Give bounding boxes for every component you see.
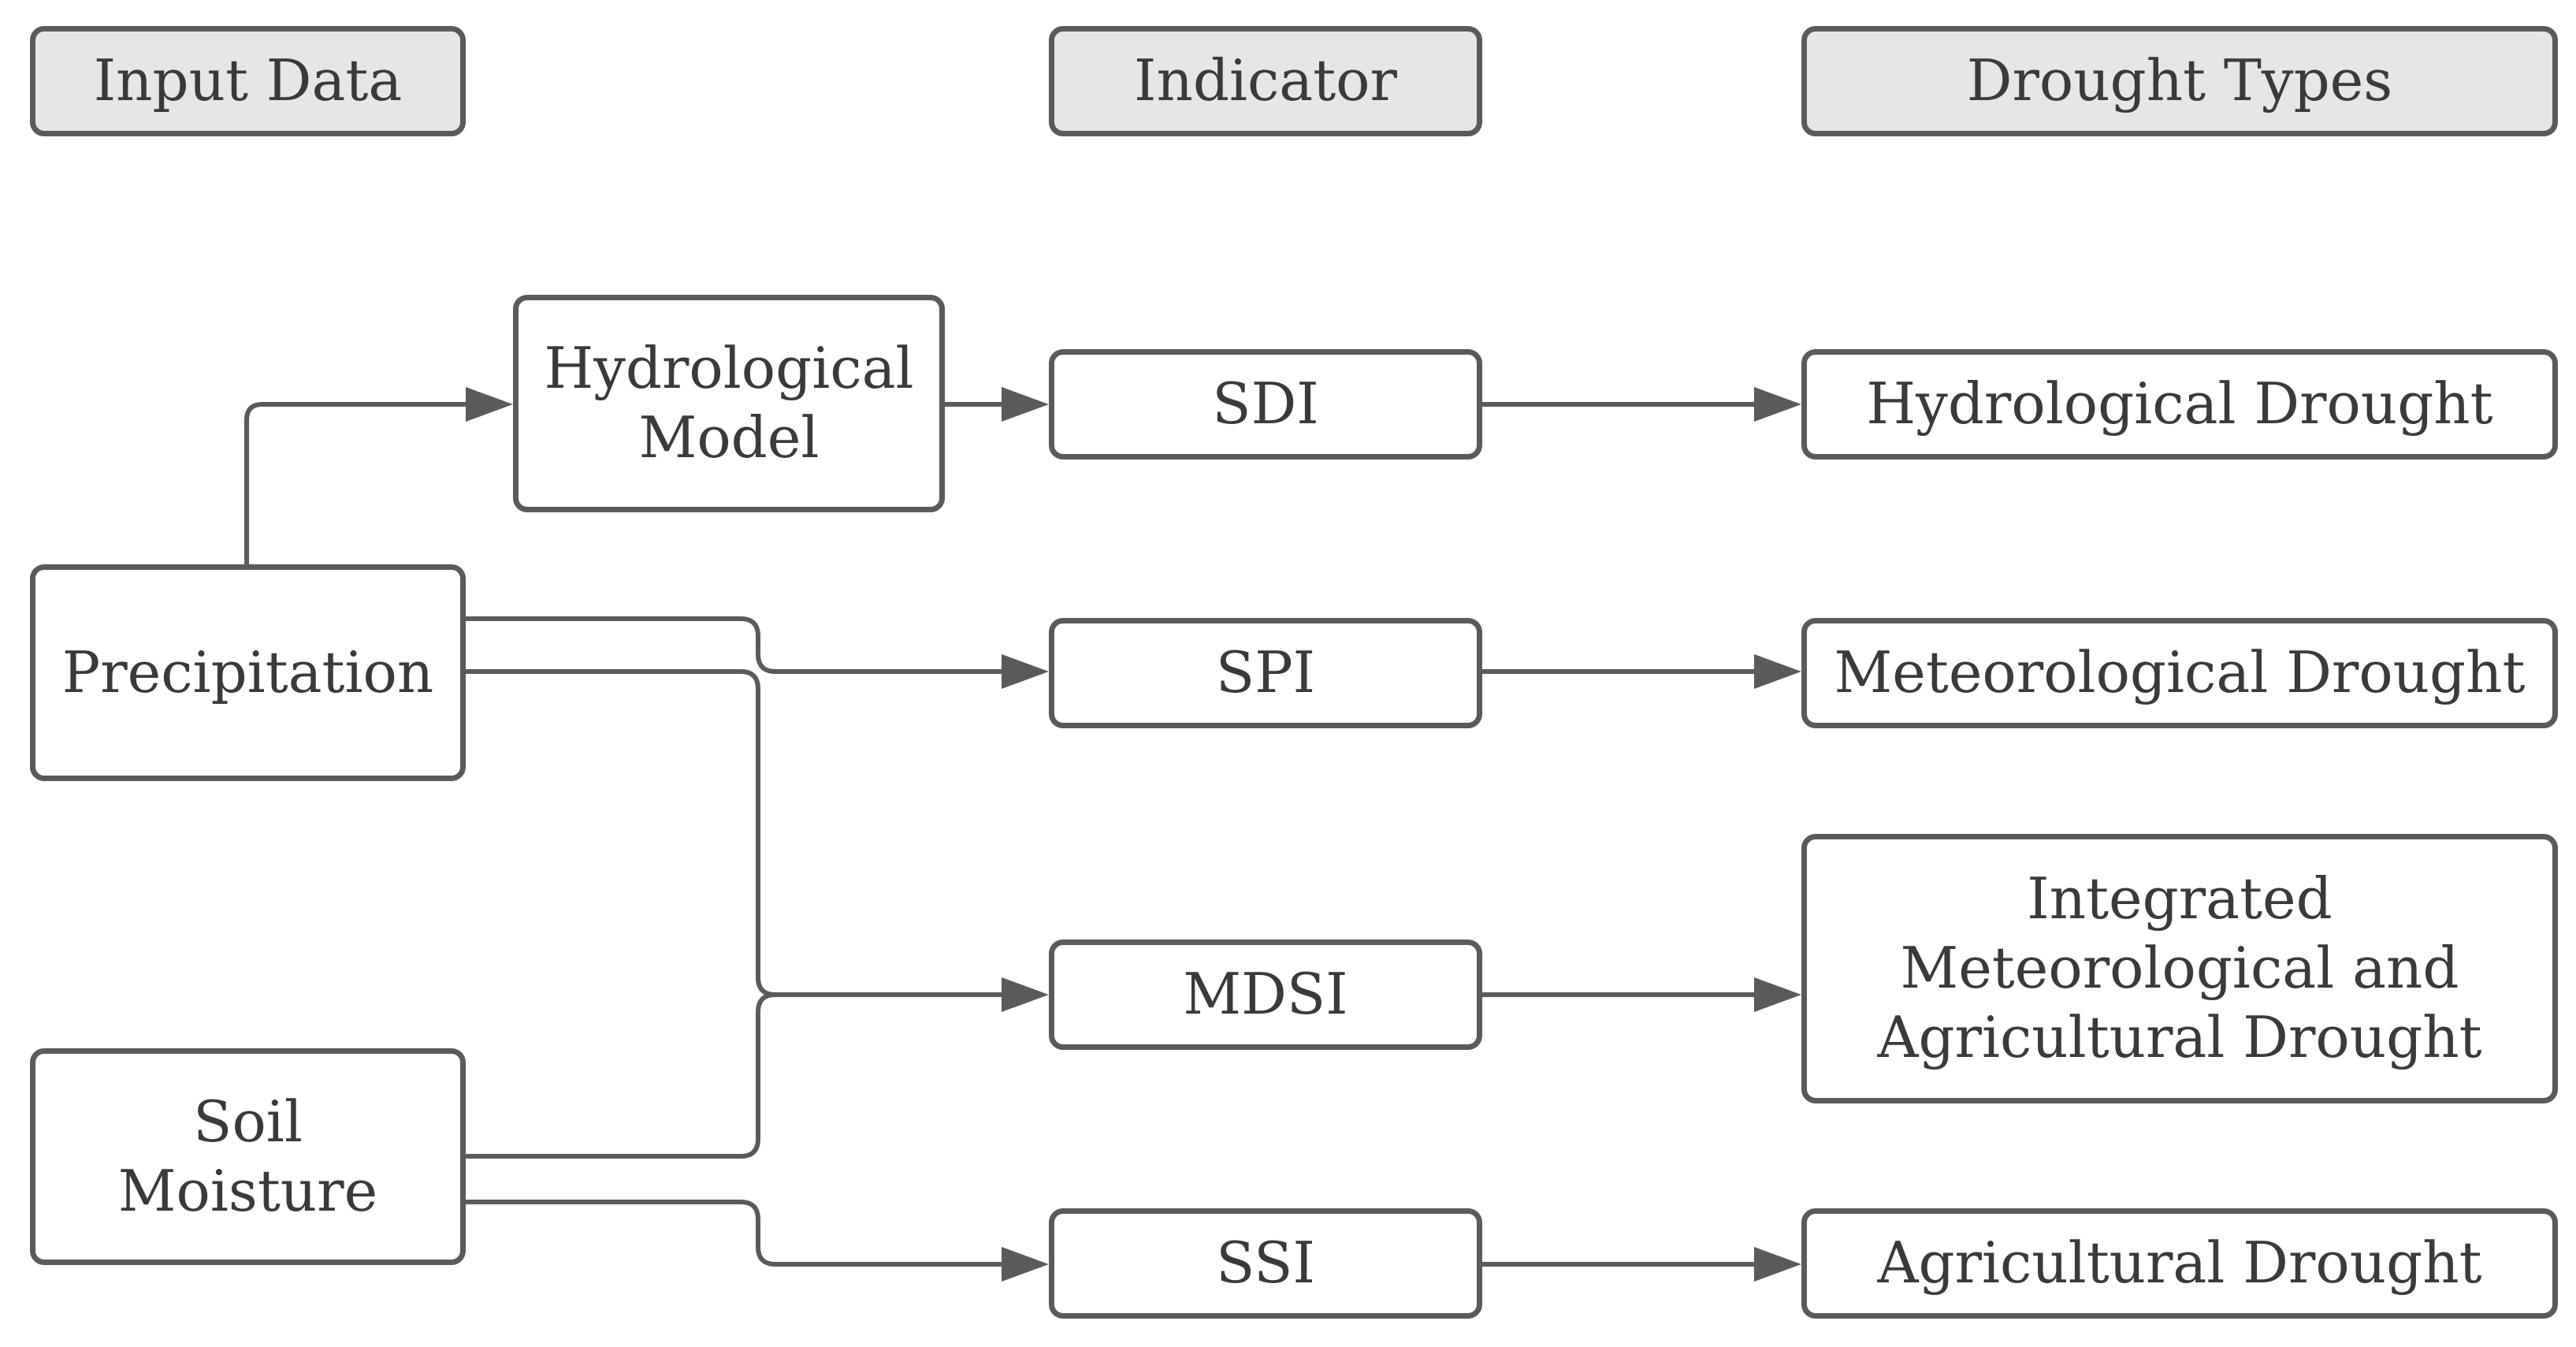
node-integrated-drought-label: Integrated Meteorological and Agricultur… (1877, 865, 2482, 1070)
arrow-hydrological-model-to-sdi (942, 387, 1049, 422)
node-meteorological-drought: Meteorological Drought (1801, 618, 2558, 728)
arrow-precipitation-to-hydrological-model (244, 387, 513, 567)
node-ssi: SSI (1049, 1208, 1482, 1319)
header-indicator-label: Indicator (1134, 47, 1397, 114)
arrow-precipitation-to-spi (463, 616, 1049, 689)
node-soil-moisture-label: Soil Moisture (117, 1088, 378, 1224)
arrow-sdi-to-hydrological-drought (1480, 387, 1801, 422)
node-precipitation: Precipitation (30, 564, 466, 781)
node-precipitation-label: Precipitation (61, 638, 434, 705)
node-agricultural-drought-label: Agricultural Drought (1877, 1230, 2482, 1297)
arrow-soil-moisture-to-ssi (463, 1200, 1049, 1282)
header-input-data: Input Data (30, 26, 466, 136)
arrow-precipitation-to-mdsi (463, 669, 1049, 1012)
node-sdi-label: SDI (1212, 370, 1319, 437)
arrow-soil-moisture-to-mdsi (463, 992, 778, 1159)
node-soil-moisture: Soil Moisture (30, 1048, 466, 1265)
arrow-mdsi-to-integrated-drought (1480, 977, 1801, 1012)
node-spi-label: SPI (1215, 639, 1316, 706)
arrow-ssi-to-agricultural-drought (1480, 1247, 1801, 1282)
node-mdsi: MDSI (1049, 940, 1482, 1050)
header-indicator: Indicator (1049, 26, 1482, 136)
node-hydrological-drought-label: Hydrological Drought (1866, 370, 2493, 437)
node-ssi-label: SSI (1216, 1230, 1315, 1297)
header-drought-types-label: Drought Types (1966, 47, 2393, 114)
header-drought-types: Drought Types (1801, 26, 2558, 136)
node-integrated-drought: Integrated Meteorological and Agricultur… (1801, 834, 2558, 1103)
node-mdsi-label: MDSI (1183, 961, 1348, 1028)
node-agricultural-drought: Agricultural Drought (1801, 1208, 2558, 1319)
node-sdi: SDI (1049, 349, 1482, 460)
node-hydrological-model-label: Hydrological Model (544, 335, 914, 471)
node-hydrological-model: Hydrological Model (513, 295, 945, 512)
header-input-data-label: Input Data (93, 47, 403, 114)
node-hydrological-drought: Hydrological Drought (1801, 349, 2558, 460)
node-meteorological-drought-label: Meteorological Drought (1834, 639, 2526, 706)
node-spi: SPI (1049, 618, 1482, 728)
arrow-spi-to-meteorological-drought (1480, 654, 1801, 689)
